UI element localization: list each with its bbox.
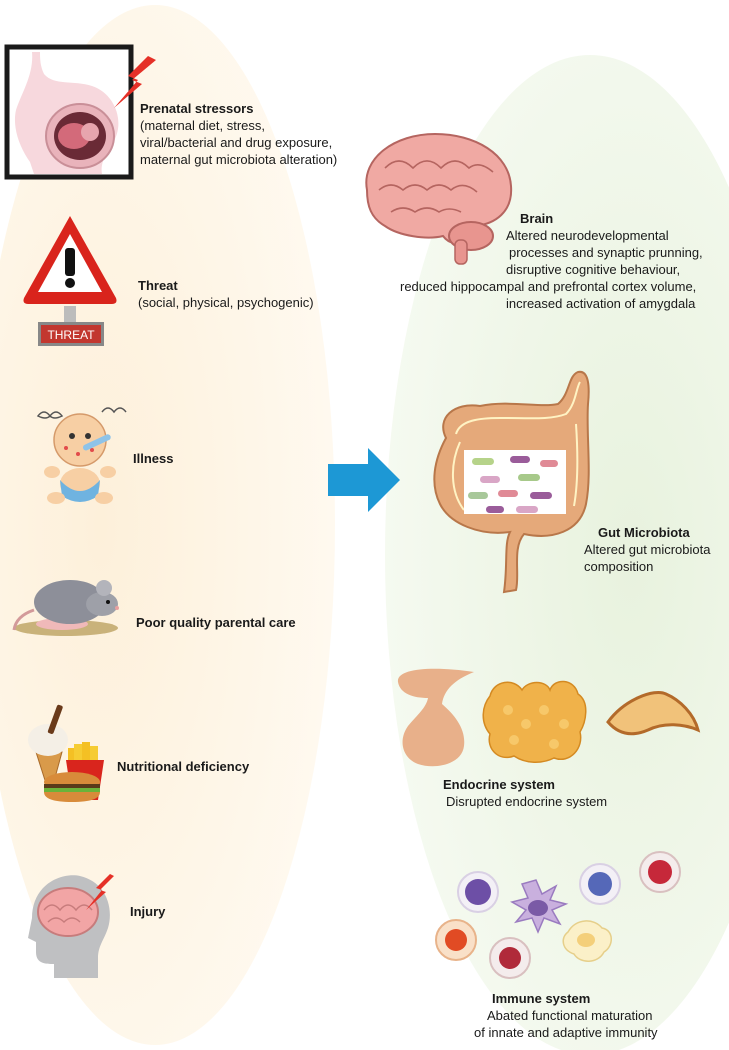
cause-detail: (social, physical, psychogenic): [138, 295, 314, 310]
effect-endocrine: Endocrine system Disrupted endocrine sys…: [443, 776, 607, 810]
cause-threat: Threat (social, physical, psychogenic): [138, 277, 314, 311]
cause-title: Prenatal stressors: [140, 101, 254, 116]
pregnancy-icon: [4, 44, 134, 180]
cause-nutrition: Nutritional deficiency: [117, 759, 250, 774]
lightning-icon: [114, 56, 156, 108]
effect-detail: disruptive cognitive behaviour,: [506, 262, 681, 277]
effect-gut: Gut Microbiota Altered gut microbiota co…: [584, 524, 710, 575]
rodent-icon: [12, 580, 119, 636]
intestine-icon: [433, 370, 590, 594]
effect-detail: Altered neurodevelopmental: [506, 228, 669, 243]
cause-detail: maternal gut microbiota alteration): [140, 152, 338, 167]
effect-detail: of innate and adaptive immunity: [474, 1025, 658, 1040]
effect-immune: Immune system Abated functional maturati…: [474, 990, 658, 1041]
arrow-right-icon: [328, 448, 400, 512]
cause-illness: Illness: [133, 451, 174, 466]
warning-sign-icon: THREAT: [23, 216, 117, 346]
effect-detail: Abated functional maturation: [487, 1008, 653, 1023]
endocrine-glands-icon: [397, 668, 701, 767]
cause-detail: viral/bacterial and drug exposure,: [140, 135, 333, 150]
immune-cells-icon: [435, 851, 681, 979]
brain-icon: [365, 132, 513, 265]
effect-detail: Disrupted endocrine system: [446, 794, 608, 809]
effect-title: Gut Microbiota: [598, 525, 690, 540]
effect-brain: Brain Altered neurodevelopmental process…: [400, 210, 724, 312]
cause-title: Threat: [138, 278, 178, 293]
head-injury-icon: [28, 875, 110, 978]
effect-detail: reduced hippocampal and prefrontal corte…: [400, 279, 697, 294]
effect-title: Immune system: [492, 991, 591, 1006]
effect-detail: Altered gut microbiota: [584, 542, 711, 557]
effect-title: Brain: [520, 211, 554, 226]
cause-prenatal: Prenatal stressors (maternal diet, stres…: [140, 100, 337, 168]
fast-food-icon: [28, 704, 104, 802]
threat-sign-label: THREAT: [47, 328, 95, 342]
effect-detail: composition: [584, 559, 654, 574]
cause-detail: (maternal diet, stress,: [140, 118, 265, 133]
cause-parental-care: Poor quality parental care: [136, 615, 296, 630]
lightning-icon: [86, 874, 114, 910]
effect-detail: increased activation of amygdala: [506, 296, 696, 311]
right-panel: [385, 55, 729, 1050]
effect-detail: processes and synaptic prunning,: [509, 245, 703, 260]
effect-title: Endocrine system: [443, 777, 555, 792]
cause-injury: Injury: [130, 904, 166, 919]
sick-baby-icon: [36, 407, 127, 504]
